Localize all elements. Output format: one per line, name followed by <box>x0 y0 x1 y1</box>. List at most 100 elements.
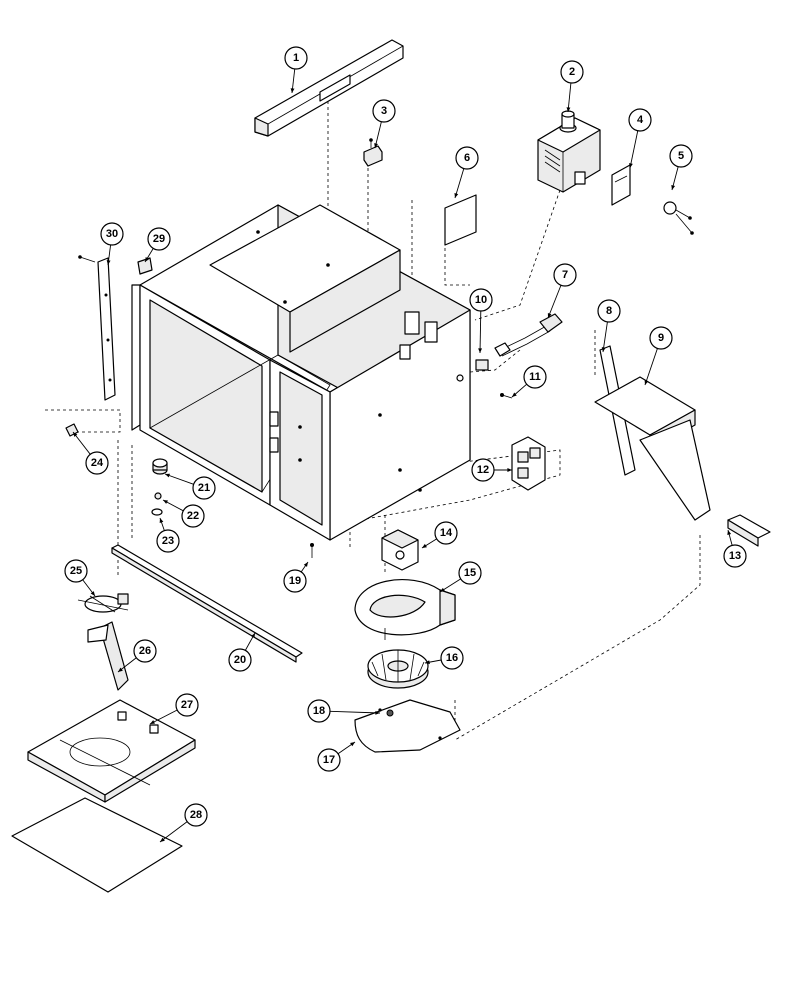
callout-number: 20 <box>234 654 246 666</box>
callout-arrowhead <box>512 392 517 397</box>
callout-arrowhead <box>350 742 355 747</box>
callout-arrowhead <box>106 260 111 265</box>
callout-circle <box>184 803 208 827</box>
callout-circle <box>156 529 180 553</box>
callout-30: 30 <box>100 222 124 266</box>
callout-arrowhead <box>629 163 633 168</box>
callout-circle <box>669 144 693 168</box>
part-24-clip <box>65 423 79 437</box>
callout-number: 16 <box>446 652 458 664</box>
part-4-bracket-plate <box>611 164 631 206</box>
callout-26: 26 <box>117 639 157 673</box>
callout-4: 4 <box>628 108 652 169</box>
callout-14: 14 <box>421 521 458 549</box>
part-10-grommet <box>475 359 489 371</box>
callout-circle <box>723 544 747 568</box>
part-19-screw <box>310 543 314 558</box>
part-5-thermostat <box>663 201 694 235</box>
assembly-leader-lines <box>45 95 701 741</box>
callout-17: 17 <box>317 741 356 772</box>
callout-circle <box>317 748 341 772</box>
callout-2: 2 <box>560 60 584 113</box>
callout-arrowhead <box>507 468 512 472</box>
callout-arrowhead <box>478 348 483 353</box>
callout-number: 23 <box>162 535 174 547</box>
callout-circle <box>284 46 308 70</box>
callout-number: 28 <box>190 809 202 821</box>
part-6-sheet <box>444 194 477 246</box>
callout-23: 23 <box>156 517 180 553</box>
callout-number: 24 <box>91 457 104 469</box>
part-30-side-bracket <box>78 255 116 401</box>
callout-arrowhead <box>163 500 168 504</box>
part-9-duct-cover <box>594 376 711 521</box>
callout-6: 6 <box>454 146 479 199</box>
callout-arrowhead <box>165 473 170 478</box>
callout-25: 25 <box>64 559 96 597</box>
callout-number: 11 <box>529 371 541 383</box>
callout-pointer <box>629 130 639 169</box>
callout-8: 8 <box>597 299 621 353</box>
callout-arrowhead <box>374 143 378 148</box>
callout-arrowhead <box>547 313 552 318</box>
callout-20: 20 <box>228 632 256 672</box>
callout-arrowhead <box>566 107 571 112</box>
callout-arrowhead <box>425 660 430 665</box>
callout-arrowhead <box>160 837 165 842</box>
callout-arrowhead <box>290 88 295 93</box>
callout-number: 10 <box>475 294 487 306</box>
callout-19: 19 <box>283 561 309 593</box>
part-16-fan-blade <box>367 649 429 689</box>
callout-pointer <box>164 473 194 485</box>
part-2-magnetron <box>537 110 601 193</box>
callout-labels: 1234567891011121314151617181920212223242… <box>64 46 747 843</box>
callout-number: 3 <box>381 105 387 117</box>
callout-12: 12 <box>471 458 512 482</box>
callout-number: 1 <box>293 52 299 64</box>
callout-circle <box>175 693 199 717</box>
callout-arrowhead <box>303 562 308 567</box>
part-12-switch-assembly <box>511 436 546 491</box>
callout-circle <box>523 365 547 389</box>
callout-circle <box>100 222 124 246</box>
callout-circle <box>307 699 331 723</box>
part-13-foot <box>727 514 771 547</box>
callout-number: 25 <box>70 565 82 577</box>
callout-pointer <box>479 310 482 354</box>
callout-number: 7 <box>562 269 568 281</box>
callout-number: 6 <box>464 152 470 164</box>
callout-arrowhead <box>454 193 459 198</box>
part-17-fan-base-plate <box>354 699 461 753</box>
callout-15: 15 <box>439 561 482 593</box>
callout-24: 24 <box>72 431 109 475</box>
callout-number: 21 <box>198 482 210 494</box>
part-27-bottom-tray <box>27 699 196 803</box>
callout-1: 1 <box>284 46 308 94</box>
callout-pointer <box>602 321 608 353</box>
callout-circle <box>372 99 396 123</box>
callout-21: 21 <box>164 473 216 500</box>
part-25-stirrer-assembly <box>77 593 129 613</box>
callout-pointer <box>567 82 572 113</box>
callout-number: 5 <box>678 150 684 162</box>
callout-3: 3 <box>372 99 396 149</box>
callout-number: 19 <box>289 575 301 587</box>
part-18-washer <box>386 709 394 717</box>
callout-27: 27 <box>149 693 199 725</box>
callout-16: 16 <box>424 646 464 670</box>
callout-18: 18 <box>307 699 381 723</box>
callout-number: 2 <box>569 66 575 78</box>
callout-circle <box>649 326 673 350</box>
callout-circle <box>458 561 482 585</box>
callout-circle <box>455 146 479 170</box>
callout-circle <box>85 451 109 475</box>
callout-pointer <box>329 710 381 714</box>
part-15-blower-housing <box>354 579 456 640</box>
callout-pointer <box>454 168 465 199</box>
callout-circle <box>434 521 458 545</box>
part-20-rail <box>111 544 303 663</box>
callout-arrowhead <box>73 432 78 437</box>
callout-arrowhead <box>145 257 150 262</box>
callout-circle <box>147 227 171 251</box>
